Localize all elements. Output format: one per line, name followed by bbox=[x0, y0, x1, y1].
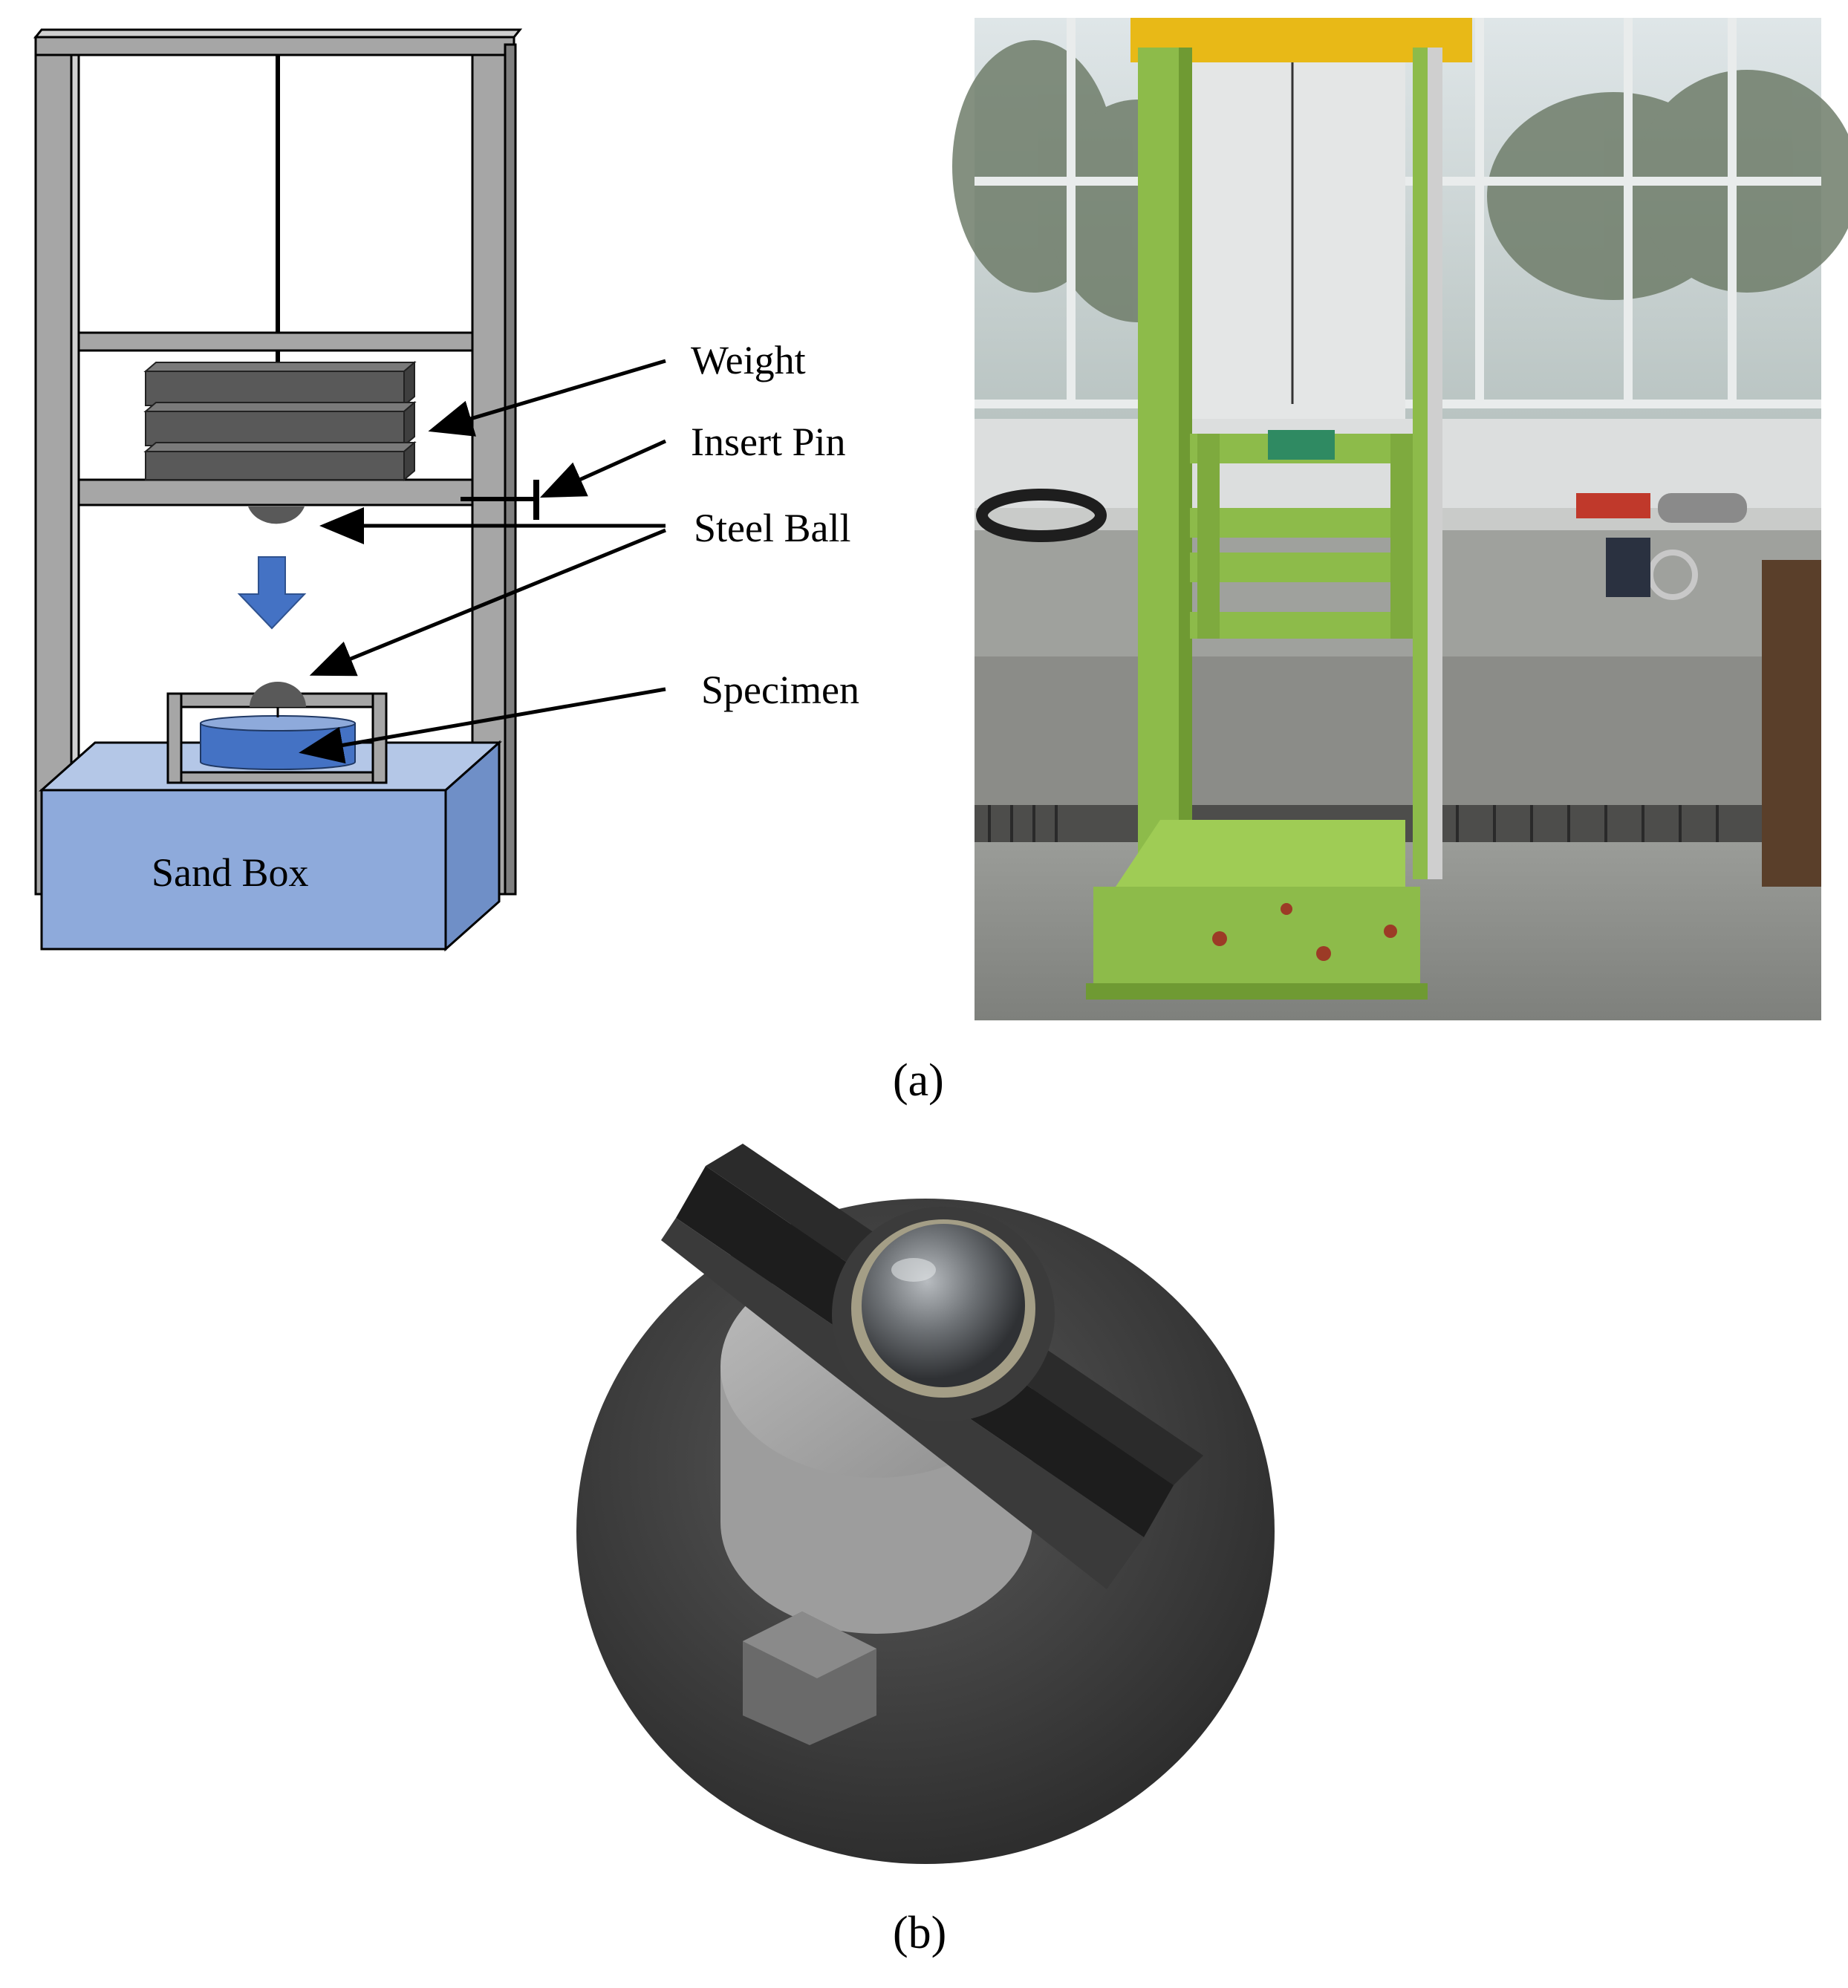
label-specimen: Specimen bbox=[701, 668, 859, 712]
specimen-cylinder bbox=[200, 715, 356, 770]
caption-b: (b) bbox=[893, 1908, 947, 1958]
side-tab bbox=[743, 1611, 876, 1745]
upper-steel-ball bbox=[248, 506, 305, 524]
label-steel-ball: Steel Ball bbox=[694, 506, 851, 550]
drop-arrow bbox=[237, 556, 307, 630]
fixture-photo bbox=[576, 1144, 1275, 1864]
lower-steel-ball bbox=[250, 682, 306, 707]
cable-coil bbox=[976, 489, 1107, 542]
label-sand-box: Sand Box bbox=[152, 850, 309, 895]
label-insert-pin: Insert Pin bbox=[691, 420, 846, 464]
drop-weight-schematic bbox=[33, 28, 667, 952]
caption-a: (a) bbox=[893, 1055, 944, 1106]
machine-photo bbox=[952, 18, 1848, 1020]
annotation-arrows bbox=[299, 359, 667, 764]
drop-tower bbox=[1086, 18, 1472, 1000]
steel-ball bbox=[862, 1224, 1025, 1387]
insert-pin bbox=[461, 480, 539, 520]
weight-stack bbox=[143, 360, 417, 482]
label-weight: Weight bbox=[691, 338, 806, 382]
